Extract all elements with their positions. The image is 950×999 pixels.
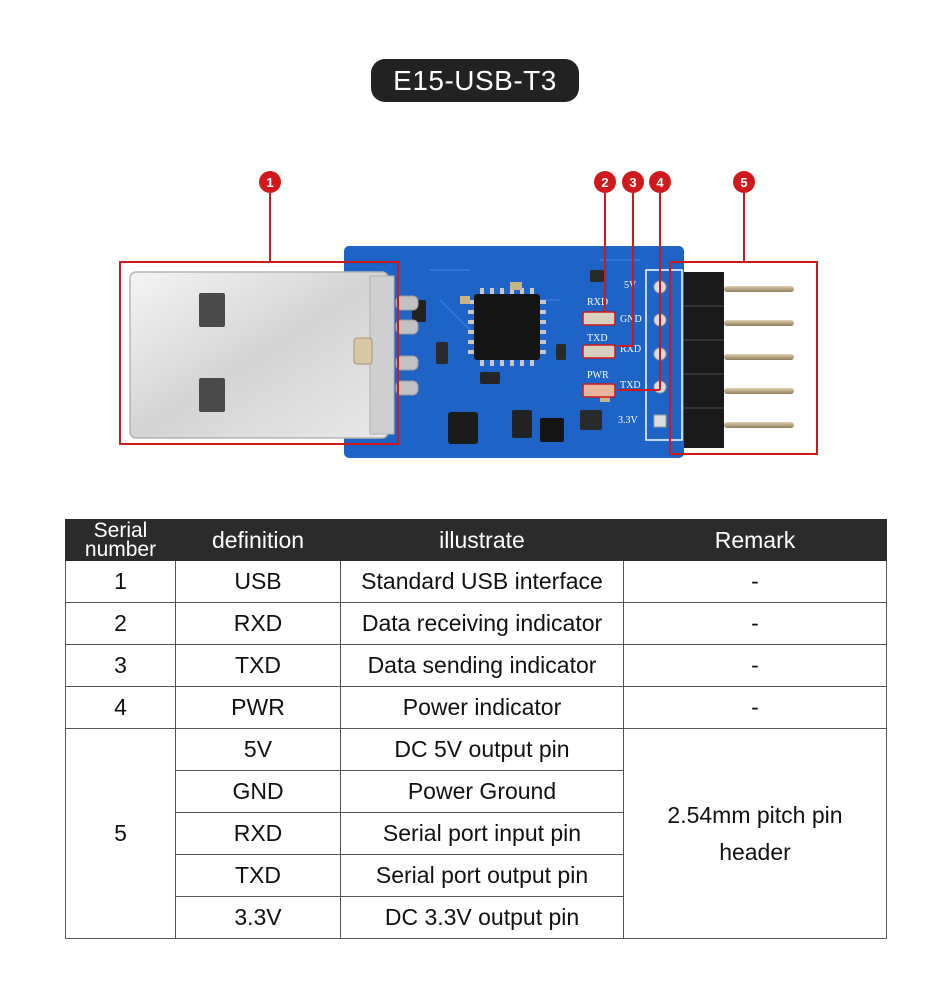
led-pwr — [582, 383, 616, 398]
callout-1: 1 — [259, 171, 281, 193]
cell-definition: TXD — [175, 854, 341, 897]
silk-pwr: PWR — [587, 370, 609, 381]
spec-table: Serial number definition illustrate Rema… — [65, 519, 887, 939]
table-row: 2 RXD Data receiving indicator - — [65, 602, 887, 645]
table-row: 4 PWR Power indicator - — [65, 686, 887, 729]
cell-remark: - — [623, 644, 887, 687]
cell-definition: TXD — [175, 644, 341, 687]
silk-5v: 5V — [624, 280, 637, 291]
silk-gnd: GND — [620, 314, 642, 325]
callout-2: 2 — [594, 171, 616, 193]
silk-pin-txd: TXD — [620, 380, 641, 391]
cell-remark: - — [623, 560, 887, 603]
cell-definition: GND — [175, 770, 341, 813]
header-definition: definition — [175, 519, 341, 561]
cell-definition: 5V — [175, 728, 341, 771]
cell-illustrate: Power Ground — [340, 770, 624, 813]
cell-illustrate: DC 5V output pin — [340, 728, 624, 771]
table-row: 5 5V DC 5V output pin 2.54mm pitch pin h… — [65, 728, 887, 939]
cell-illustrate: Power indicator — [340, 686, 624, 729]
header-remark: Remark — [623, 519, 887, 561]
cell-serial: 2 — [65, 602, 176, 645]
product-title: E15-USB-T3 — [371, 59, 579, 102]
cell-illustrate: Data receiving indicator — [340, 602, 624, 645]
led-txd — [582, 344, 616, 359]
cell-serial: 1 — [65, 560, 176, 603]
header-serial-line1: Serial — [93, 519, 148, 542]
pin-header — [684, 272, 794, 448]
header-serial: Serial number — [65, 519, 176, 561]
highlight-usb — [119, 261, 399, 445]
cell-illustrate: DC 3.3V output pin — [340, 896, 624, 939]
cell-definition: 3.3V — [175, 896, 341, 939]
cell-serial: 3 — [65, 644, 176, 687]
table-row: 3.3V DC 3.3V output pin — [66, 896, 887, 939]
callout-5: 5 — [733, 171, 755, 193]
silk-3v3: 3.3V — [618, 415, 639, 426]
module-diagram: RXD TXD PWR 5V GND RXD TXD 3.3V — [119, 171, 818, 458]
cell-definition: RXD — [175, 812, 341, 855]
header-serial-line2: number — [84, 538, 157, 561]
cell-definition: USB — [175, 560, 341, 603]
svg-text:3: 3 — [629, 175, 636, 190]
header-illustrate: illustrate — [340, 519, 624, 561]
cell-remark: - — [623, 602, 887, 645]
callout-4: 4 — [649, 171, 671, 193]
table-row: GND Power Ground — [66, 770, 887, 813]
cell-illustrate: Data sending indicator — [340, 644, 624, 687]
cell-serial-group: 5 — [65, 728, 176, 939]
cell-illustrate: Serial port output pin — [340, 854, 624, 897]
table-row: 3 TXD Data sending indicator - — [65, 644, 887, 687]
cell-illustrate: Standard USB interface — [340, 560, 624, 603]
cell-serial: 4 — [65, 686, 176, 729]
cell-definition: PWR — [175, 686, 341, 729]
svg-text:1: 1 — [266, 175, 273, 190]
cell-definition: RXD — [175, 602, 341, 645]
cell-remark-group: 2.54mm pitch pin header — [623, 728, 887, 939]
silk-txd: TXD — [587, 333, 608, 344]
usb-connector — [129, 271, 419, 439]
svg-text:2: 2 — [601, 175, 608, 190]
cell-illustrate: Serial port input pin — [340, 812, 624, 855]
main-ic-chip — [474, 294, 540, 360]
remark-group-text: 2.54mm pitch pin header — [667, 801, 843, 865]
table-row: TXD Serial port output pin — [66, 854, 887, 897]
table-header-row: Serial number definition illustrate Rema… — [65, 519, 887, 561]
table-row: 1 USB Standard USB interface - — [65, 560, 887, 603]
svg-text:4: 4 — [656, 175, 664, 190]
silk-rxd: RXD — [587, 297, 608, 308]
svg-text:5: 5 — [740, 175, 747, 190]
silk-pin-rxd: RXD — [620, 344, 641, 355]
callout-3: 3 — [622, 171, 644, 193]
cell-remark: - — [623, 686, 887, 729]
led-rxd — [582, 311, 616, 326]
